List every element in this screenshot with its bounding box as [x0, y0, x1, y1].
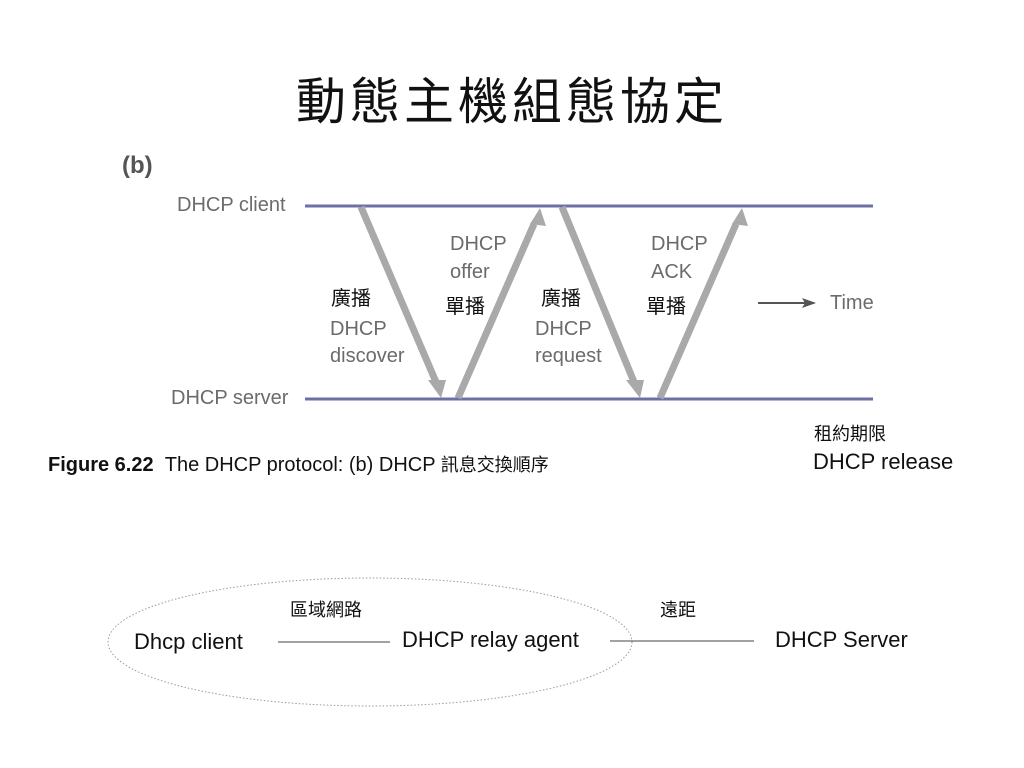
figure-number: Figure 6.22 [48, 454, 154, 476]
discover-line2: discover [330, 345, 405, 367]
discover-line1: DHCP [330, 318, 387, 340]
dhcp-client-node: Dhcp client [134, 629, 243, 654]
ack-line1: DHCP [651, 233, 708, 255]
server-timeline-label: DHCP server [171, 387, 289, 409]
client-timeline-label: DHCP client [177, 194, 286, 216]
request-line2: request [535, 345, 602, 367]
dhcp-server-node: DHCP Server [775, 627, 908, 652]
discover-arrow [357, 205, 446, 398]
request-broadcast-label: 廣播 [541, 286, 581, 310]
panel-label: (b) [122, 152, 153, 179]
caption-text: The DHCP protocol: (b) DHCP [164, 454, 441, 476]
caption-zh: 訊息交換順序 [440, 455, 549, 476]
offer-line1: DHCP [450, 233, 507, 255]
page-title: 動態主機組態協定 [296, 73, 728, 131]
offer-unicast-label: 單播 [445, 294, 485, 318]
figure-caption: Figure 6.22 The DHCP protocol: (b) DHCP … [48, 451, 549, 477]
lan-ellipse [107, 577, 633, 707]
offer-arrow [454, 208, 546, 400]
request-arrow [558, 205, 644, 398]
relay-agent-node: DHCP relay agent [402, 627, 579, 652]
discover-broadcast-label: 廣播 [331, 286, 371, 310]
ack-unicast-label: 單播 [646, 294, 686, 318]
remote-label: 遠距 [660, 600, 696, 621]
lease-period-label: 租約期限 [814, 424, 886, 445]
ack-arrow [656, 208, 748, 400]
ack-line2: ACK [651, 261, 693, 283]
dhcp-release-label: DHCP release [813, 449, 954, 474]
time-label: Time [830, 292, 874, 314]
lan-label: 區域網路 [290, 600, 362, 621]
offer-line2: offer [450, 261, 490, 283]
request-line1: DHCP [535, 318, 592, 340]
